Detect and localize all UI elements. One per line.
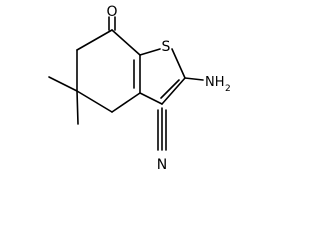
bond-c3-c3a [139, 92, 163, 105]
bond-methyl-left [48, 76, 78, 92]
bond-c4-c3a [111, 92, 141, 113]
amine-subscript: 2 [225, 84, 231, 94]
bond-c7-c6 [76, 29, 113, 51]
bond-c7a-c7 [111, 29, 141, 56]
bond-s-c2 [171, 48, 186, 79]
structure-diagram: O S NH 2 N [48, 4, 231, 173]
oxygen-label: O [106, 4, 117, 20]
molecule-svg: O S NH 2 N [48, 4, 231, 173]
nitrile-nitrogen-label: N [157, 157, 167, 173]
bond-c2-c3-inner [160, 79, 180, 99]
bond-c2-n [184, 77, 204, 81]
amine-label: NH [205, 75, 225, 90]
sulfur-label: S [162, 39, 171, 55]
bond-methyl-down [76, 90, 79, 125]
bond-c2-c3 [161, 77, 186, 105]
bond-c5-c4 [76, 90, 113, 113]
bond-c7a-s [139, 48, 161, 56]
